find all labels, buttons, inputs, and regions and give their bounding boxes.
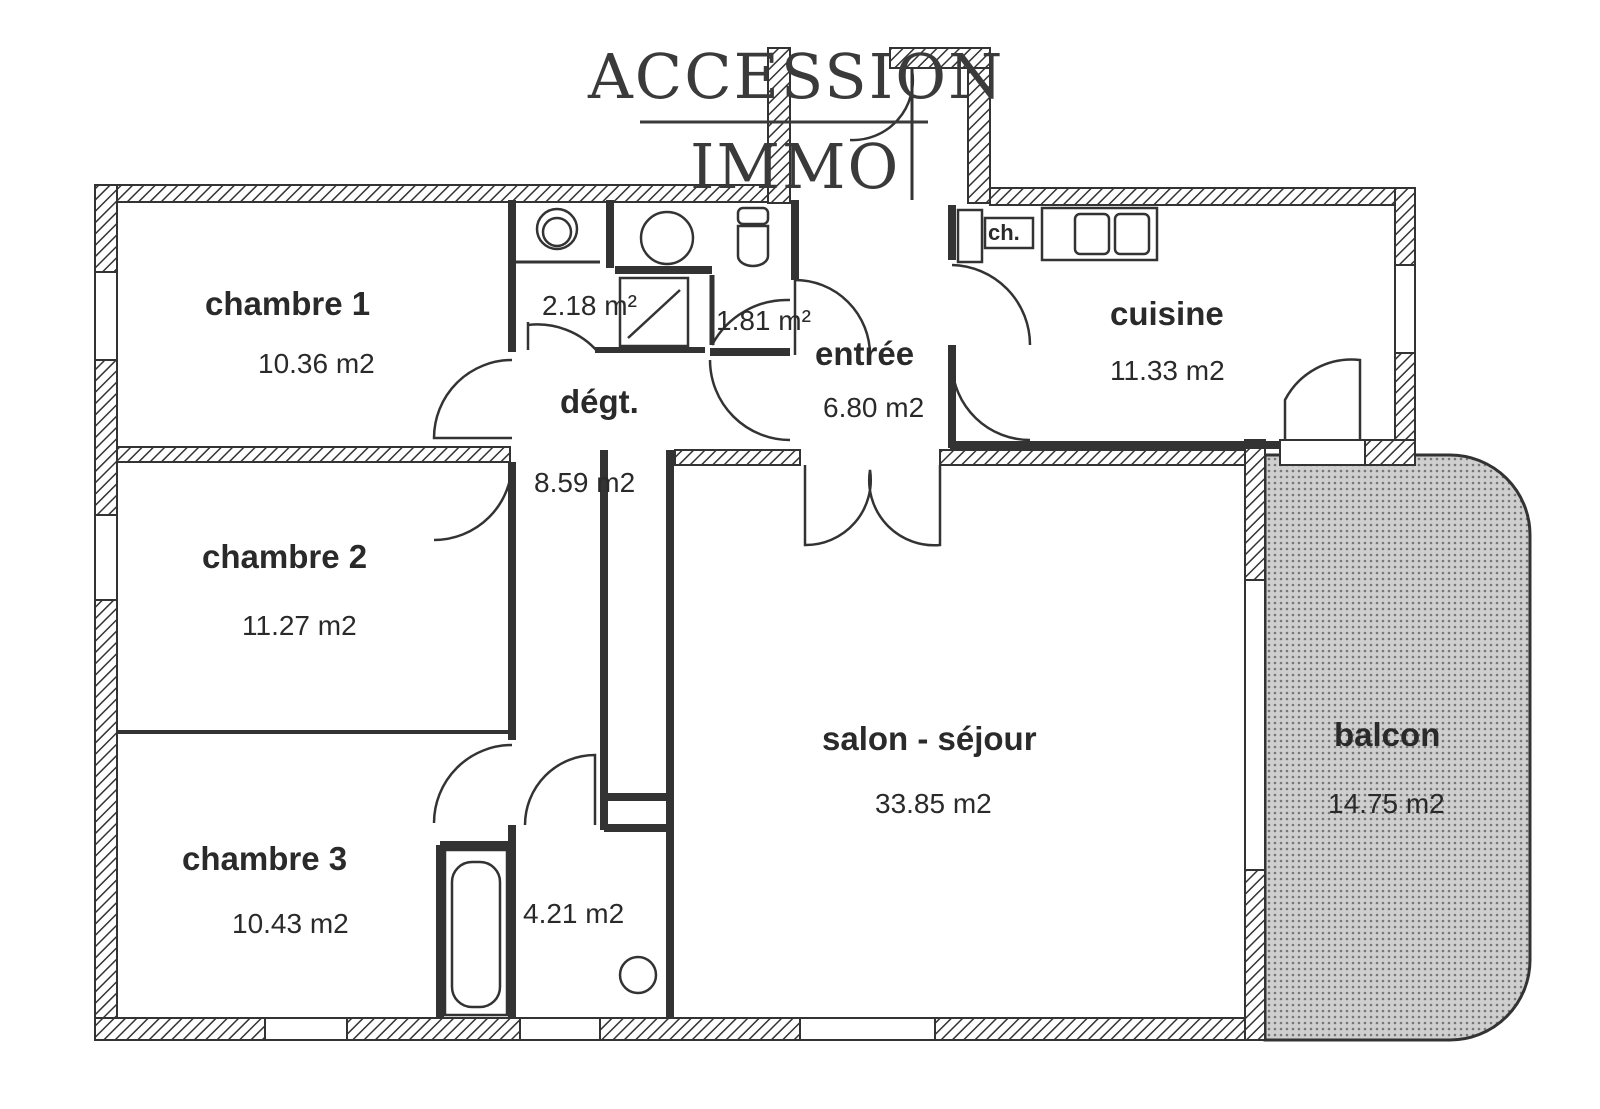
room-area-bain: 4.21 m2 <box>523 898 625 929</box>
room-area-sdb: 2.18 m² <box>542 290 637 321</box>
room-name-cuisine: cuisine <box>1110 295 1224 332</box>
room-area-chambre1: 10.36 m2 <box>258 348 375 379</box>
room-name-ch: ch. <box>988 220 1020 245</box>
windows <box>94 264 1416 1041</box>
balcony-area <box>1263 453 1532 1042</box>
logo-line1: ACCESSION <box>588 40 1005 113</box>
room-area-degt: 8.59 m2 <box>534 467 636 498</box>
toilet-icon <box>736 206 770 226</box>
room-name-chambre1: chambre 1 <box>205 285 371 322</box>
fixtures <box>443 206 1159 1017</box>
room-name-entree: entrée <box>815 335 915 372</box>
room-area-balcon: 14.75 m2 <box>1328 788 1445 819</box>
room-name-chambre2: chambre 2 <box>202 538 368 575</box>
storage-icon <box>956 208 984 264</box>
logo-line2: IMMO <box>690 130 901 203</box>
room-area-chambre2: 11.27 m2 <box>242 610 357 641</box>
interior-walls <box>117 68 1280 1018</box>
room-area-salon: 33.85 m2 <box>875 788 992 819</box>
door-swings <box>432 69 1362 826</box>
washing-machine-icon <box>639 210 695 266</box>
room-name-chambre3: chambre 3 <box>182 840 348 877</box>
washbasin-icon <box>618 955 658 995</box>
room-name-salon: salon - séjour <box>822 720 1037 757</box>
room-area-entree: 6.80 m2 <box>823 392 925 423</box>
room-area-wc: 1.81 m² <box>716 305 811 336</box>
room-name-degt: dégt. <box>560 383 639 420</box>
room-area-cuisine: 11.33 m2 <box>1110 355 1225 386</box>
exterior-walls <box>94 47 1416 1041</box>
room-name-balcon: balcon <box>1334 716 1441 753</box>
room-area-chambre3: 10.43 m2 <box>232 908 349 939</box>
